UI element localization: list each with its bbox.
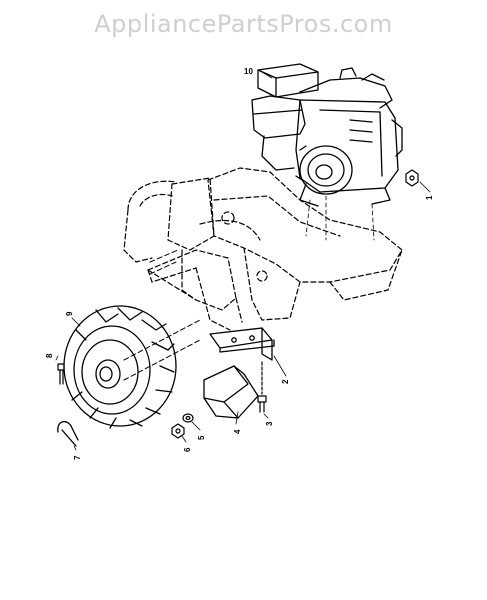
bolt-3 — [257, 361, 267, 413]
callout-9: 9 — [65, 311, 74, 316]
watermark-text: AppliancePartsPros.com — [94, 10, 393, 38]
callout-6: 6 — [183, 447, 192, 452]
engine — [251, 63, 403, 207]
washer-5 — [182, 413, 194, 423]
callout-10: 10 — [244, 67, 253, 76]
callout-8: 8 — [45, 353, 54, 358]
callout-2: 2 — [281, 379, 290, 384]
engine-nut-1 — [405, 169, 419, 187]
callout-3: 3 — [265, 421, 274, 426]
shield-guard — [203, 365, 259, 419]
mounting-bracket — [209, 327, 275, 361]
wheel-assembly — [63, 305, 177, 429]
frame-dashed — [123, 167, 403, 331]
nut-6 — [171, 423, 185, 439]
callout-1: 1 — [425, 195, 434, 200]
hairpin-clip-7 — [57, 421, 79, 447]
callout-leaders — [55, 71, 431, 451]
hub-bolt-8 — [57, 363, 65, 385]
engine-mount-leaders — [305, 195, 375, 241]
callout-5: 5 — [197, 435, 206, 440]
axle-dashed — [123, 249, 201, 381]
callout-labels: 1 2 3 4 5 6 7 8 9 10 — [45, 67, 434, 460]
callout-4: 4 — [233, 429, 242, 434]
callout-7: 7 — [73, 455, 82, 460]
